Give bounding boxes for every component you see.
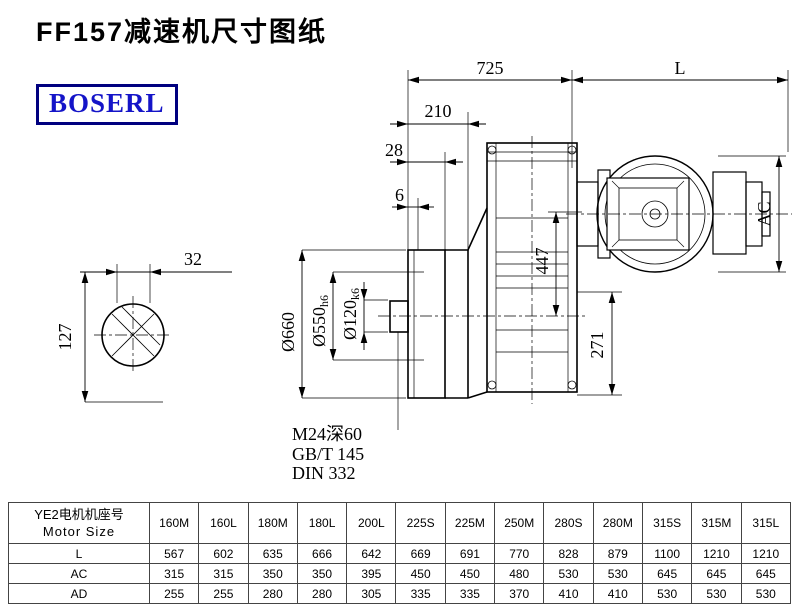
dimension-labels: 725 L 210 28 6 32 127 447 271 AC Ø660 Ø5…	[55, 58, 774, 483]
dim-value-cell: 450	[395, 563, 446, 584]
dim-value-cell: 335	[444, 583, 496, 604]
dim-value-cell: 669	[395, 543, 446, 564]
dim-value-cell: 315	[198, 563, 249, 584]
dim-AC: AC	[754, 201, 774, 226]
size-column-header: 315S	[641, 502, 693, 544]
dim-value-cell: 350	[247, 563, 298, 584]
dim-value-cell: 635	[247, 543, 298, 564]
dim-value-cell: 530	[691, 583, 742, 604]
dimension-lines	[80, 76, 788, 402]
size-column-header: 225S	[395, 502, 446, 544]
tap-note: M24深60	[292, 424, 362, 444]
dim-value-cell: 305	[346, 583, 397, 604]
brand-logo-text: BOSERL	[49, 88, 165, 118]
size-column-header: 180L	[296, 502, 348, 544]
dim-value-cell: 645	[641, 563, 693, 584]
dim-spigot: Ø550h6	[309, 295, 331, 347]
dim-value-cell: 350	[296, 563, 348, 584]
dim-value-cell: 280	[296, 583, 348, 604]
shaft-end-view	[94, 296, 172, 374]
size-column-header: 280S	[543, 502, 594, 544]
dim-value-cell: 530	[543, 563, 594, 584]
brand-logo: BOSERL	[36, 84, 178, 125]
dim-32: 32	[184, 249, 202, 269]
dim-value-cell: 450	[444, 563, 496, 584]
dim-value-cell: 645	[691, 563, 742, 584]
dim-value-cell: 410	[543, 583, 594, 604]
dim-value-cell: 395	[346, 563, 397, 584]
row-label: AC	[8, 563, 150, 584]
dim-447: 447	[532, 248, 552, 275]
size-column-header: 225M	[444, 502, 496, 544]
dim-725: 725	[477, 58, 504, 78]
dim-value-cell: 1100	[641, 543, 693, 564]
page-title: FF157减速机尺寸图纸	[36, 17, 328, 47]
dim-value-cell: 666	[296, 543, 348, 564]
dim-value-cell: 255	[148, 583, 200, 604]
dim-value-cell: 315	[148, 563, 200, 584]
size-column-header: 200L	[346, 502, 397, 544]
output-shaft	[389, 300, 409, 333]
dim-value-cell: 530	[740, 583, 792, 604]
flange-bell	[445, 207, 488, 251]
dim-28: 28	[385, 140, 403, 160]
dim-value-cell: 879	[592, 543, 643, 564]
dim-value-cell: 530	[592, 563, 643, 584]
dim-value-cell: 255	[198, 583, 249, 604]
dim-value-cell: 370	[494, 583, 545, 604]
dim-value-cell: 567	[148, 543, 200, 564]
size-column-header: 160M	[148, 502, 200, 544]
size-column-header: 315M	[691, 502, 742, 544]
dim-value-cell: 530	[641, 583, 693, 604]
dim-271: 271	[587, 332, 607, 359]
size-column-header: 315L	[740, 502, 792, 544]
dimension-drawing: 725 L 210 28 6 32 127 447 271 AC Ø660 Ø5…	[55, 58, 792, 483]
row-label: AD	[8, 583, 150, 604]
size-column-header: 180M	[247, 502, 298, 544]
dim-value-cell: 770	[494, 543, 545, 564]
dim-value-cell: 691	[444, 543, 496, 564]
row-label: L	[8, 543, 150, 564]
dim-value-cell: 642	[346, 543, 397, 564]
dim-value-cell: 645	[740, 563, 792, 584]
size-column-header: 280M	[592, 502, 643, 544]
dim-flange-od: Ø660	[278, 312, 298, 352]
std-gb-note: GB/T 145	[292, 444, 364, 464]
extension-lines	[85, 70, 789, 430]
dim-value-cell: 602	[198, 543, 249, 564]
dim-value-cell: 1210	[740, 543, 792, 564]
dim-shaft-dia: Ø120k6	[340, 288, 362, 340]
dim-value-cell: 280	[247, 583, 298, 604]
dim-value-cell: 480	[494, 563, 545, 584]
dim-L: L	[675, 58, 686, 78]
dim-127: 127	[55, 324, 75, 351]
motor-rear-body	[712, 171, 747, 255]
dim-value-cell: 1210	[691, 543, 742, 564]
dim-value-cell: 410	[592, 583, 643, 604]
dim-6: 6	[395, 185, 404, 205]
size-column-header: 160L	[198, 502, 249, 544]
size-column-header: 250M	[494, 502, 545, 544]
motor-view	[566, 155, 792, 273]
dim-210: 210	[425, 101, 452, 121]
std-din-note: DIN 332	[292, 463, 356, 483]
dim-value-cell: 335	[395, 583, 446, 604]
gearbox-view	[378, 136, 588, 404]
dim-value-cell: 828	[543, 543, 594, 564]
